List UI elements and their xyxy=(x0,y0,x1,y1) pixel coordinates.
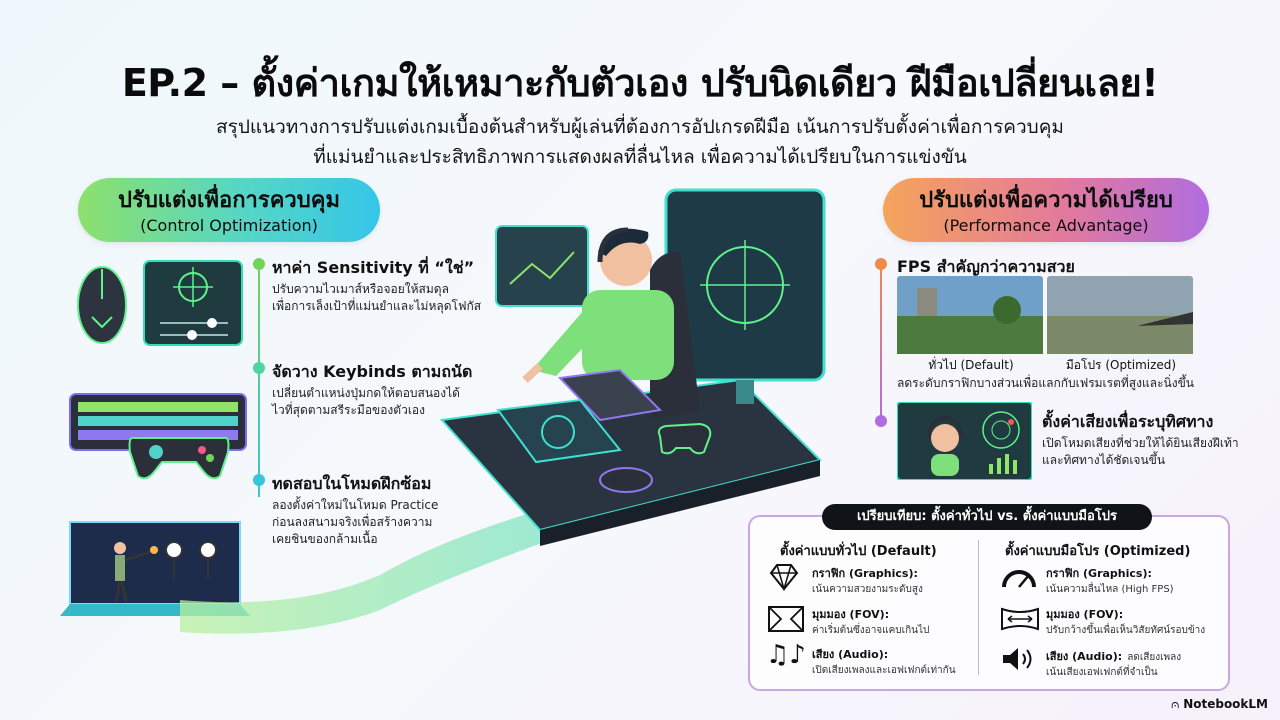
pro-audio-row: เสียง (Audio): ลดเสียงเพลง เน้นเสียงเอฟเ… xyxy=(1046,645,1181,680)
timeline-dot-3 xyxy=(253,474,265,486)
optimized-graphics-image xyxy=(1047,276,1193,354)
performance-advantage-pill: ปรับแต่งเพื่อความได้เปรียบ (Performance … xyxy=(883,178,1209,242)
brand-logo-icon: ⩀ xyxy=(1170,697,1180,711)
audio-radar-image xyxy=(897,402,1032,480)
pro-fov-key: มุมมอง (FOV): xyxy=(1046,608,1124,621)
practice-desc-2: ก่อนลงสนามจริงเพื่อสร้างความ xyxy=(272,515,433,529)
timeline-dot-fps xyxy=(875,258,887,270)
control-timeline xyxy=(258,262,260,497)
default-fov-val: ค่าเริ่มต้นซึ่งอาจแคบเกินไป xyxy=(812,625,930,636)
subtitle-line-2: ที่แม่นยำและประสิทธิภาพการแสดงผลที่ลื่นไ… xyxy=(313,146,967,168)
default-audio-key: เสียง (Audio): xyxy=(812,648,889,661)
performance-pill-title: ปรับแต่งเพื่อความได้เปรียบ xyxy=(919,188,1173,213)
pro-graphics-val: เน้นความลื่นไหล (High FPS) xyxy=(1046,584,1174,595)
default-graphics-row: กราฟิก (Graphics): เน้นความสวยงามระดับสู… xyxy=(812,564,923,597)
pro-audio-val: ลดเสียงเพลง xyxy=(1127,652,1182,663)
desk-keyboard-icon xyxy=(557,368,663,422)
performance-pill-subtitle: (Performance Advantage) xyxy=(943,216,1149,235)
optimized-image-label: มือโปร (Optimized) xyxy=(1065,358,1177,372)
pro-audio-key: เสียง (Audio): xyxy=(1046,650,1123,663)
narrow-view-icon xyxy=(768,606,804,632)
pro-graphics-key: กราฟิก (Graphics): xyxy=(1046,567,1152,580)
shooter-figure-icon xyxy=(114,542,158,603)
sensitivity-desc-1: ปรับความไวเมาส์หรือจอยให้สมดุล xyxy=(272,282,449,296)
gaming-mouse-icon xyxy=(77,266,127,344)
audio-item: ตั้งค่าเสียงเพื่อระบุทิศทาง เปิดโหมดเสีย… xyxy=(1042,410,1239,469)
equalizer-icon xyxy=(989,454,1017,474)
default-audio-row: เสียง (Audio): เปิดเสียงเพลงและเอฟเฟกต์เ… xyxy=(812,645,956,678)
keybinds-item: จัดวาง Keybinds ตามถนัด เปลี่ยนตำแหน่งปุ… xyxy=(272,360,472,419)
control-pill-title: ปรับแต่งเพื่อการควบคุม xyxy=(118,188,340,213)
default-image-label: ทั่วไป (Default) xyxy=(928,358,1014,372)
default-graphics-key: กราฟิก (Graphics): xyxy=(812,567,918,580)
practice-range-illustration xyxy=(60,521,250,616)
default-fov-row: มุมมอง (FOV): ค่าเริ่มต้นซึ่งอาจแคบเกินไ… xyxy=(812,605,929,638)
default-audio-val: เปิดเสียงเพลงและเอฟเฟกต์เท่ากัน xyxy=(812,665,956,676)
practice-desc-3: เคยชินของกล้ามเนื้อ xyxy=(272,532,378,546)
rgb-keyboard-icon xyxy=(69,393,247,451)
floating-panel-icon xyxy=(495,225,589,307)
practice-desc-1: ลองตั้งค่าใหม่ในโหมด Practice xyxy=(272,498,439,512)
brand-name: NotebookLM xyxy=(1183,697,1268,711)
fps-heading: FPS สำคัญกว่าความสวย xyxy=(897,257,1075,276)
pro-fov-val: ปรับกว้างขึ้นเพื่อเห็นวิสัยทัศน์รอบข้าง xyxy=(1046,625,1206,636)
mouse-crosshair-illustration xyxy=(77,260,243,346)
pro-column-title: ตั้งค่าแบบมือโปร (Optimized) xyxy=(1005,544,1191,559)
comparison-divider xyxy=(978,540,979,675)
speaker-puck-icon xyxy=(599,467,653,493)
default-graphics-val: เน้นความสวยงามระดับสูง xyxy=(812,584,923,595)
mousepad-icon xyxy=(496,398,622,464)
controller-icon xyxy=(128,436,230,480)
fps-desc: ลดระดับกราฟิกบางส่วนเพื่อแลกกับเฟรมเรตที… xyxy=(897,376,1194,390)
diamond-icon xyxy=(769,564,799,591)
timeline-dot-2 xyxy=(253,362,265,374)
desk-controller-icon xyxy=(657,422,712,455)
headset-person-icon xyxy=(927,415,963,476)
wide-view-icon xyxy=(1001,607,1039,631)
page-subtitle: สรุปแนวทางการปรับแต่งเกมเบื้องต้นสำหรับผ… xyxy=(140,112,1140,172)
page-title: EP.2 – ตั้งค่าเกมให้เหมาะกับตัวเอง ปรับน… xyxy=(121,61,1159,105)
comparison-box xyxy=(748,515,1230,691)
default-graphics-image xyxy=(897,276,1043,354)
gamer-figure-icon xyxy=(522,227,700,420)
sensitivity-item: หาค่า Sensitivity ที่ “ใช่” ปรับความไวเม… xyxy=(272,256,481,315)
audio-desc-1: เปิดโหมดเสียงที่ช่วยให้ได้ยินเสียงฝีเท้า xyxy=(1042,436,1239,450)
music-icon: ♫♪ xyxy=(766,640,806,670)
crosshair-panel-icon xyxy=(143,260,243,346)
speedometer-icon xyxy=(1002,570,1036,588)
default-column-title: ตั้งค่าแบบทั่วไป (Default) xyxy=(780,544,937,559)
brand-label: ⩀ NotebookLM xyxy=(1171,697,1268,712)
control-optimization-pill: ปรับแต่งเพื่อการควบคุม (Control Optimiza… xyxy=(78,178,380,242)
performance-timeline xyxy=(880,262,882,426)
timeline-dot-audio xyxy=(875,415,887,427)
default-fov-key: มุมมอง (FOV): xyxy=(812,608,890,621)
sensitivity-desc-2: เพื่อการเล็งเป้าที่แม่นยำและไม่หลุดโฟกัส xyxy=(272,299,482,313)
target-icon xyxy=(165,541,217,578)
practice-item: ทดสอบในโหมดฝึกซ้อม ลองตั้งค่าใหม่ในโหมด … xyxy=(272,472,438,548)
pro-audio-val-2: เน้นเสียงเอฟเฟกต์ที่จำเป็น xyxy=(1046,667,1158,678)
keybinds-desc-2: ไวที่สุดตามสรีระมือของตัวเอง xyxy=(272,403,425,417)
control-pill-subtitle: (Control Optimization) xyxy=(140,216,318,235)
practice-heading: ทดสอบในโหมดฝึกซ้อม xyxy=(272,474,432,493)
gamer-desk-illustration xyxy=(180,188,826,634)
audio-heading: ตั้งค่าเสียงเพื่อระบุทิศทาง xyxy=(1042,412,1214,431)
keybinds-heading: จัดวาง Keybinds ตามถนัด xyxy=(272,362,473,381)
subtitle-line-1: สรุปแนวทางการปรับแต่งเกมเบื้องต้นสำหรับผ… xyxy=(216,116,1064,138)
audio-desc-2: และทิศทางได้ชัดเจนขึ้น xyxy=(1042,453,1166,467)
speaker-icon xyxy=(1003,648,1032,670)
sensitivity-heading: หาค่า Sensitivity ที่ “ใช่” xyxy=(272,258,475,277)
pro-graphics-row: กราฟิก (Graphics): เน้นความลื่นไหล (High… xyxy=(1046,564,1174,597)
radar-icon xyxy=(982,411,1020,449)
fps-comparison-images xyxy=(897,276,1193,354)
keyboard-controller-illustration xyxy=(69,393,247,480)
timeline-dot-1 xyxy=(253,258,265,270)
comparison-header: เปรียบเทียบ: ตั้งค่าทั่วไป vs. ตั้งค่าแบ… xyxy=(822,504,1152,530)
pro-fov-row: มุมมอง (FOV): ปรับกว้างขึ้นเพื่อเห็นวิสั… xyxy=(1046,605,1205,638)
keybinds-desc-1: เปลี่ยนตำแหน่งปุ่มกดให้ตอบสนองได้ xyxy=(272,386,460,400)
